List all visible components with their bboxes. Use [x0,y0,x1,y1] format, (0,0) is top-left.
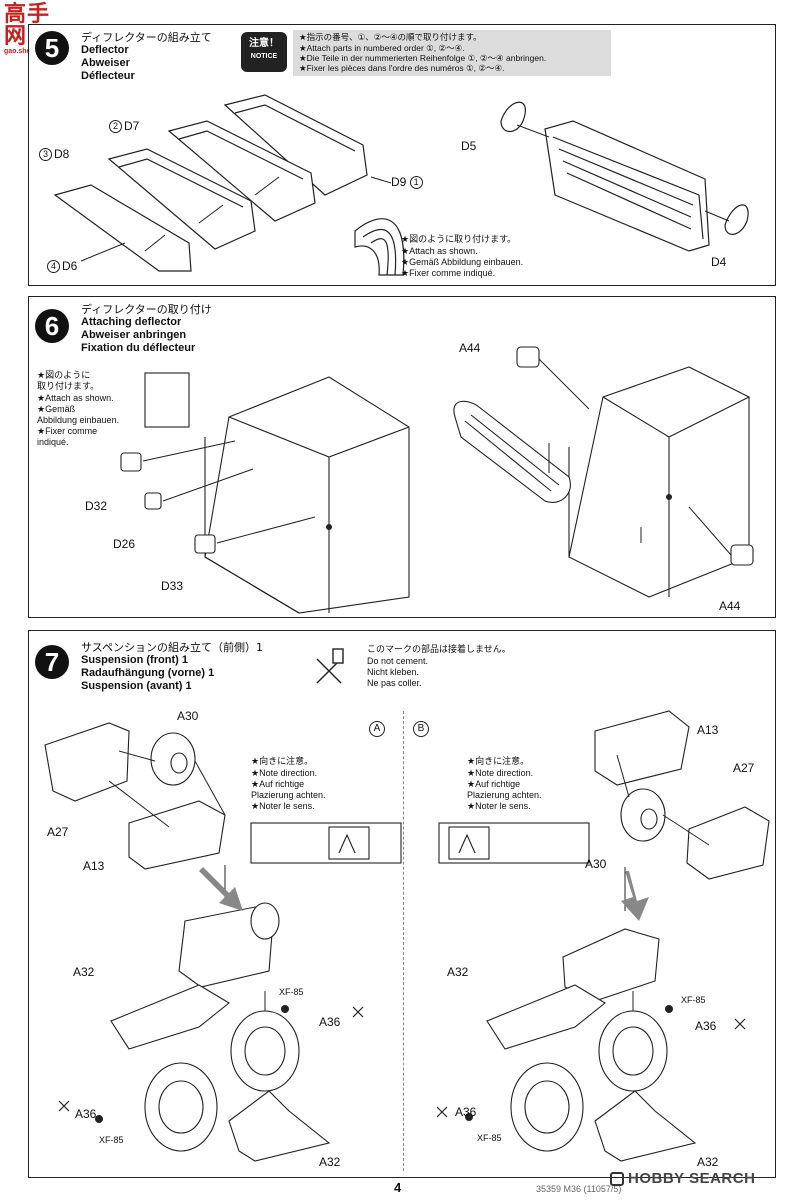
watermark-url: gao.shou.com [4,48,72,56]
a-label-a30: A30 [177,709,199,723]
a-label-a32-bottom: A32 [319,1155,341,1169]
a-part-a27-drawing [44,722,130,802]
part-a44-top-drawing [516,346,540,368]
hobby-search-text: HOBBY SEARCH [628,1170,756,1187]
label-a44-top: A44 [459,341,481,355]
step-7-panel: 7 サスペンションの組み立て（前側）1 Suspension (front) 1… [28,630,776,1178]
step-5-panel: 5 ディフレクターの組み立て Deflector Abweiser Déflec… [28,24,776,286]
b-label-a36-bottom: A36 [455,1105,477,1119]
step-5-title-de: Abweiser [81,57,130,69]
b-label-a32: A32 [447,965,469,979]
step-6-panel: 6 ディフレクターの取り付け Attaching deflector Abwei… [28,296,776,618]
step-5-title-fr: Déflecteur [81,70,135,82]
part-d32-drawing [120,452,142,472]
a-label-a13: A13 [83,859,105,873]
part-a44-bottom-drawing [730,544,754,566]
do-not-cement-icon [316,648,344,684]
right-hull-drawing [568,366,750,598]
b-part-a32-top-drawing [486,984,606,1050]
b-part-a13-drawing [594,710,690,786]
notice-line-ja: ★指示の番号、①、②～④の順で取り付けます。 [299,33,482,43]
a-part-a32-top-drawing [110,984,230,1050]
label-d33: D33 [161,579,184,593]
deflector-attach-drawing [120,346,754,614]
step-6-number: 6 [35,309,69,343]
part-d5-drawing [500,101,526,133]
do-not-cement-note: このマークの部品は接着しません。 Do not cement. Nicht kl… [367,645,511,688]
deflector-drawing [453,400,571,503]
part-d7-drawing [167,120,316,222]
step-5-title-ja: ディフレクターの組み立て [81,31,212,44]
deflector-assembly-drawing [53,94,749,276]
a-label-a36-bottom: A36 [75,1107,97,1121]
label-d4: D4 [711,255,727,269]
step-5-attach-note: ★図のように取り付けます。 ★Attach as shown. ★Gemäß A… [401,235,524,278]
b-label-xf85-bottom: XF-85 [477,1133,502,1143]
step-5-number: 5 [35,31,69,65]
step-6-attach-note: ★図のように 取り付けます。 ★Attach as shown. ★Gemäß … [37,371,120,447]
watermark-logo-text: 高手网 [4,2,51,49]
a-label-a36-top: A36 [319,1015,341,1029]
step-5-title: ディフレクターの組み立て Deflector Abweiser Déflecte… [81,31,212,83]
notice-badge: 注意！ NOTICE [241,32,287,72]
b-direction-note: ★向きに注意。 ★Note direction. ★Auf richtige P… [467,757,542,811]
b-label-a32-bottom: A32 [697,1155,719,1169]
b-label-a27: A27 [733,761,755,775]
variant-divider [403,711,404,1171]
label-d32: D32 [85,499,108,513]
part-d6-drawing [53,184,192,272]
hobby-search-logo-icon [610,1172,624,1186]
label-a44-bottom: A44 [719,599,741,613]
b-label-a13: A13 [697,723,719,737]
variant-b-label: B [413,721,429,737]
notice-line-fr: ★Fixer les pièces dans l'ordre des numér… [299,63,505,73]
site-watermark-logo: 高手网 gao.shou.com [4,4,72,56]
a-label-a27: A27 [47,825,69,839]
notice-text: ★指示の番号、①、②～④の順で取り付けます。 ★Attach parts in … [293,30,611,76]
part-d33-drawing [194,534,216,554]
left-hull-drawing [204,376,410,614]
step-7-number: 7 [35,645,69,679]
inset-detail-drawing [144,372,190,428]
hobby-search-watermark: HOBBY SEARCH [606,1170,796,1192]
part-d8-drawing [107,148,256,250]
variant-a-label: A [369,721,385,737]
a-label-xf85-top: XF-85 [279,987,304,997]
curved-insert-drawing [354,218,405,276]
a-label-xf85-bottom: XF-85 [99,1135,124,1145]
label-d26: D26 [113,537,136,551]
notice-box: 注意！ NOTICE ★指示の番号、①、②～④の順で取り付けます。 ★Attac… [241,30,611,76]
b-label-xf85-top: XF-85 [681,995,706,1005]
part-d4-drawing [724,204,749,235]
step-7-title: サスペンションの組み立て（前側）1 Suspension (front) 1 R… [81,641,264,692]
a-direction-note: ★向きに注意。 ★Note direction. ★Auf richtige P… [251,757,326,811]
a-assembled-housing-drawing [178,906,274,988]
label-d9: D9 1 [391,175,425,189]
manual-code: 35359 M36 (11057/5) [536,1184,622,1194]
page-number: 4 [394,1180,402,1195]
step-5-title-en: Deflector [81,44,129,56]
suspension-drawing [44,648,770,1162]
label-d5: D5 [461,139,477,153]
notice-line-de: ★Die Teile in der nummerierten Reihenfol… [299,53,547,63]
a-label-a32: A32 [73,965,95,979]
notice-badge-ja: 注意！ [249,38,279,49]
a-part-a13-drawing [128,800,226,870]
b-part-a27-drawing [686,806,770,880]
step-6-title: ディフレクターの取り付け Attaching deflector Abweise… [81,303,212,354]
a-part-a32-bottom-drawing [228,1090,331,1162]
b-label-a30: A30 [585,857,607,871]
notice-line-en: ★Attach parts in numbered order ①, ②～④. [299,43,465,53]
notice-badge-en: NOTICE [250,53,278,60]
assembled-deflector-drawing [544,120,710,252]
part-d26-drawing [144,492,162,510]
a-direction-detail-drawing [250,822,402,864]
b-part-a32-bottom-drawing [594,1090,697,1162]
b-assembled-housing-drawing [562,928,660,1002]
b-label-a36-top: A36 [695,1019,717,1033]
